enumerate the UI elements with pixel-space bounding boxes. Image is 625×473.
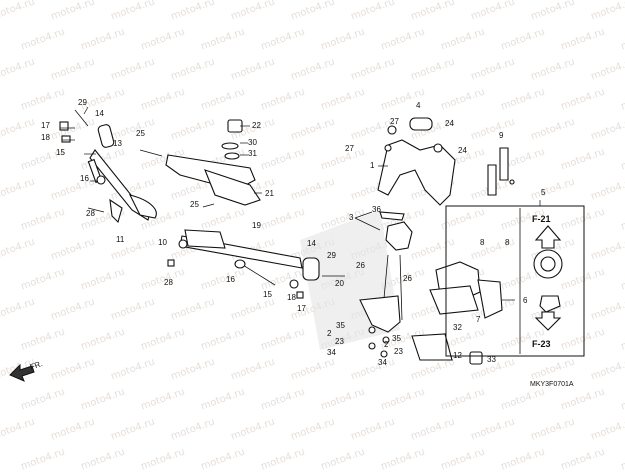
callout-17-b: 17: [297, 304, 306, 313]
callout-36: 36: [372, 205, 381, 214]
callout-14: 14: [95, 109, 104, 118]
callout-23: 23: [335, 337, 344, 346]
callout-15: 15: [56, 148, 65, 157]
callout-35-b: 35: [392, 334, 401, 343]
callout-24: 24: [458, 146, 467, 155]
callout-29: 29: [78, 98, 87, 107]
ignition-switch-part: [411, 147, 515, 365]
callout-13: 13: [113, 139, 122, 148]
callout-4: 4: [416, 101, 421, 110]
callout-27: 27: [345, 144, 354, 153]
detail-box: [445, 205, 585, 357]
direction-arrow: [9, 363, 35, 382]
callout-3: 3: [349, 213, 354, 222]
callout-10: 10: [158, 238, 167, 247]
cowl-stay-part: [377, 117, 456, 206]
callout-16: 16: [80, 174, 89, 183]
callout-34: 34: [327, 348, 336, 357]
callout-20: 20: [335, 279, 344, 288]
callout-34-b: 34: [378, 358, 387, 367]
callout-14-b: 14: [307, 239, 316, 248]
callout-32: 32: [453, 323, 462, 332]
top-bridge-part: [139, 119, 261, 208]
callout-24-b: 24: [445, 119, 454, 128]
diagram-code: MKY3F0701A: [530, 381, 574, 388]
callout-11: 11: [116, 235, 125, 244]
callout-26: 26: [356, 261, 365, 270]
callout-28: 28: [86, 209, 95, 218]
callout-8-b: 8: [480, 238, 485, 247]
callout-12: 12: [453, 351, 462, 360]
callout-2-b: 2: [384, 340, 389, 349]
direction-label: FR.: [29, 359, 44, 372]
callout-2: 2: [327, 329, 332, 338]
left-handlebar-part: [59, 109, 157, 224]
callout-18: 18: [41, 133, 50, 142]
callout-9: 9: [499, 131, 504, 140]
callout-22: 22: [252, 121, 261, 130]
callout-16-b: 16: [226, 275, 235, 284]
callout-19: 19: [252, 221, 261, 230]
callout-21: 21: [265, 189, 274, 198]
callout-7: 7: [476, 315, 481, 324]
callout-1: 1: [370, 161, 375, 170]
callout-28-b: 28: [164, 278, 173, 287]
box-label-bottom: F-23: [532, 339, 551, 349]
callout-5: 5: [541, 188, 546, 197]
callout-27-b: 27: [390, 117, 399, 126]
callout-6: 6: [523, 296, 528, 305]
callout-25: 25: [136, 129, 145, 138]
callout-33: 33: [487, 355, 496, 364]
callout-18-b: 18: [287, 293, 296, 302]
callout-numbers: 1223456788910111213141415151616171718181…: [41, 98, 546, 367]
callout-23-b: 23: [394, 347, 403, 356]
callout-26-b: 26: [403, 274, 412, 283]
right-handlebar-part: [167, 229, 345, 299]
callout-35: 35: [336, 321, 345, 330]
callout-25-b: 25: [190, 200, 199, 209]
callout-17: 17: [41, 121, 50, 130]
leader-lines: [60, 106, 541, 301]
callout-15-b: 15: [263, 290, 272, 299]
steering-lock-part: [359, 211, 413, 358]
box-label-top: F-21: [532, 214, 551, 224]
callout-31: 31: [248, 149, 257, 158]
callout-8: 8: [505, 238, 510, 247]
callout-30: 30: [248, 138, 257, 147]
callout-29-b: 29: [327, 251, 336, 260]
